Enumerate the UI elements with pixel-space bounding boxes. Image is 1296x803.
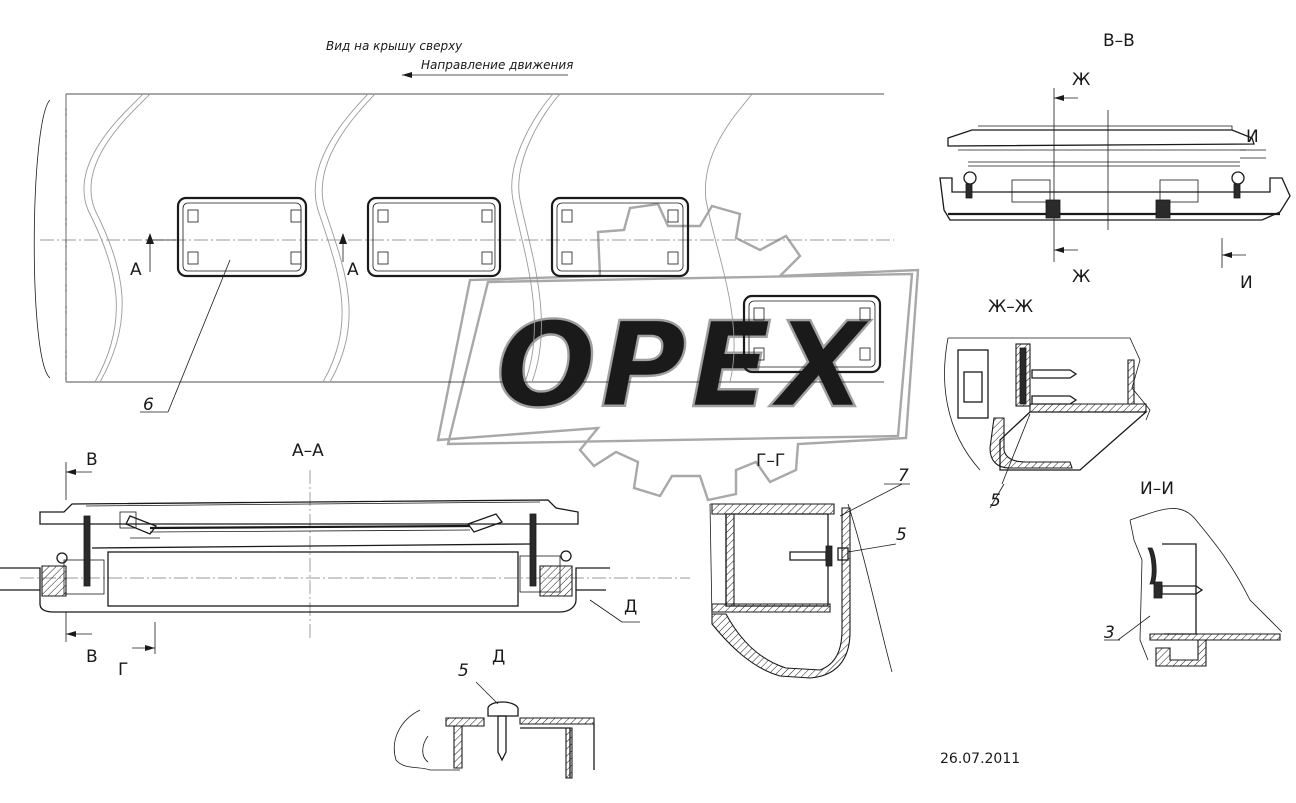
roof-hatch-3 [550,196,690,278]
section-mark-a-right: А [347,260,359,280]
cut-mark-g: Г [118,660,128,680]
roof-ribs [83,93,753,383]
watermark: OPEX [436,202,920,502]
section-i-i: И–И 3 [1104,479,1283,667]
section-g-g-title: Г–Г [756,451,785,471]
section-mark-a-left: А [130,260,142,280]
cut-mark-zh-top: Ж [1072,70,1090,90]
section-a-a-title: А–А [292,441,324,461]
top-view-caption: Вид на крышу сверху [326,39,463,53]
detail-d: Д 5 [393,647,595,779]
section-a-a: А–А В В Г Д [0,441,690,680]
cut-mark-zh-bottom: Ж [1072,267,1090,287]
top-view: Вид на крышу сверху Направление движения [33,39,894,415]
drawing-date: 26.07.2011 [940,751,1020,767]
section-v-v: В–В Ж Ж И И [939,31,1291,293]
section-i-i-title: И–И [1140,479,1174,499]
g-g-callout-7: 7 [898,466,909,486]
section-zh-zh-title: Ж–Ж [988,297,1033,317]
cut-mark-i-top: И [1246,127,1259,147]
roof-hatch-1 [176,196,308,278]
section-zh-zh: Ж–Ж 5 [944,297,1151,511]
watermark-text: OPEX [496,296,871,434]
cut-mark-v-bottom: В [86,647,98,667]
i-i-callout-3: 3 [1104,623,1115,643]
direction-caption: Направление движения [421,58,573,72]
roof-hatch-4 [742,294,882,374]
callout-6: 6 [143,395,154,415]
roof-hatch-2 [366,196,502,278]
cut-mark-v-top: В [86,450,98,470]
watermark-frame [446,272,914,446]
section-g-g: Г–Г 7 5 [709,451,910,679]
detail-d-title: Д [492,647,505,667]
watermark-gear [436,202,920,502]
g-g-callout-5: 5 [896,525,907,545]
section-v-v-title: В–В [1103,31,1135,51]
cut-mark-i-bottom: И [1240,273,1253,293]
detail-d-callout-5: 5 [458,661,469,681]
detail-mark-d: Д [624,597,637,617]
zh-zh-callout-5: 5 [990,491,1001,511]
